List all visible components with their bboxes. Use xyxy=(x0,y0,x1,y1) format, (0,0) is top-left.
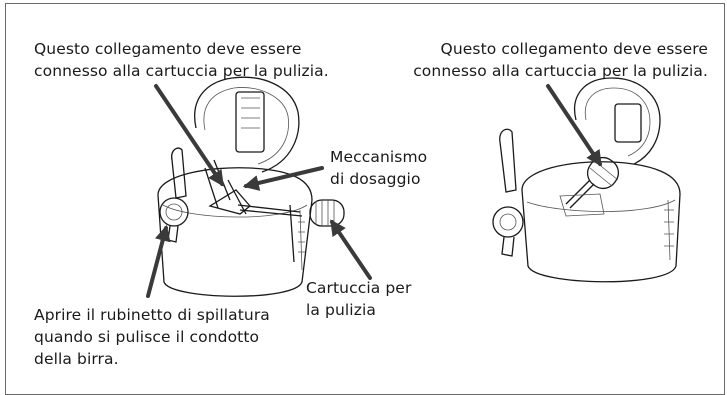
tap-line3: della birra. xyxy=(34,350,119,368)
tap-line1: Aprire il rubinetto di spillatura xyxy=(34,306,270,324)
left-connection-caption: Questo collegamento deve essere connesso… xyxy=(34,38,329,82)
arrow-tap xyxy=(146,224,171,298)
right-connection-line1: Questo collegamento deve essere xyxy=(440,40,708,58)
mechanism-line2: di dosaggio xyxy=(330,170,421,188)
left-connection-line1: Questo collegamento deve essere xyxy=(34,40,302,58)
cartridge-caption: Cartuccia per la pulizia xyxy=(306,277,411,321)
tap-caption: Aprire il rubinetto di spillatura quando… xyxy=(34,304,270,370)
mechanism-caption: Meccanismo di dosaggio xyxy=(330,146,427,190)
cartridge-line1: Cartuccia per xyxy=(306,279,412,297)
left-beer-machine xyxy=(157,76,345,297)
cleaning-cartridge xyxy=(309,199,345,227)
installed-cartridge xyxy=(586,156,620,190)
tap-line2: quando si pulisce il condotto xyxy=(34,328,260,346)
arrow-left-connection xyxy=(154,84,224,187)
arrow-right-connection xyxy=(546,84,602,167)
arrow-cartridge xyxy=(330,219,372,280)
right-connection-caption: Questo collegamento deve essere connesso… xyxy=(413,38,708,82)
mechanism-line1: Meccanismo xyxy=(330,148,428,166)
left-connection-line2: connesso alla cartuccia per la pulizia. xyxy=(34,62,329,80)
cartridge-line2: la pulizia xyxy=(306,301,376,319)
right-beer-machine xyxy=(492,77,681,283)
callout-arrows xyxy=(146,84,602,298)
arrow-mechanism xyxy=(242,166,324,191)
right-connection-line2: connesso alla cartuccia per la pulizia. xyxy=(413,62,708,80)
